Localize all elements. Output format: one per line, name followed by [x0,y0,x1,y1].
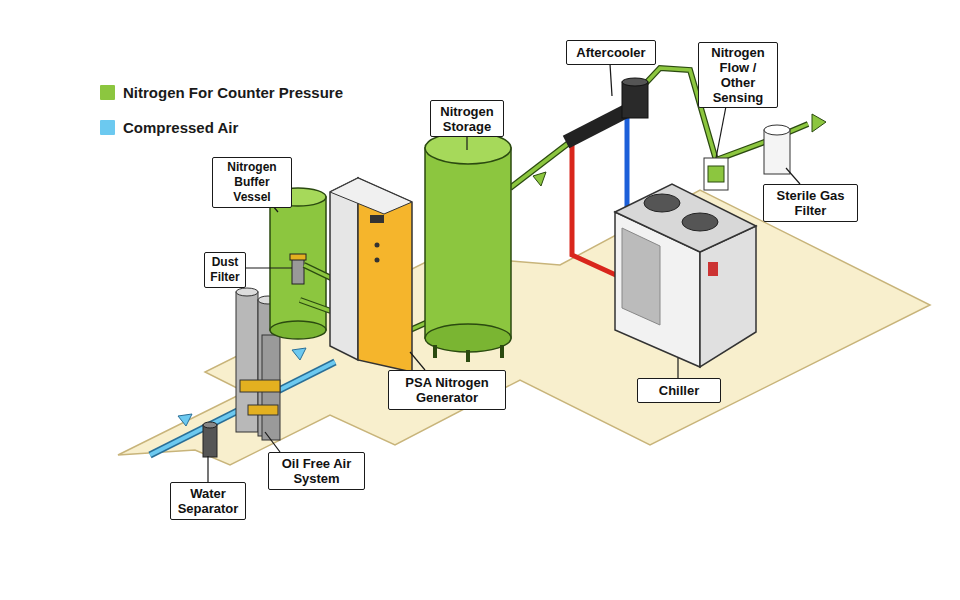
nitrogen-pipe [510,142,570,188]
callout-label: Aftercooler [576,45,645,60]
leader-lines [207,456,208,482]
chiller-symbol [682,213,718,231]
leader-lines [466,137,467,150]
leader-lines [265,432,280,452]
callout-box: Dust Filter [204,252,246,288]
callout-box: Chiller [637,378,721,403]
psa-generator-symbol [330,178,358,360]
callout-box: PSA Nitrogen Generator [388,370,506,410]
sensing-device-symbol [708,166,724,182]
callout-label: Nitrogen Storage [435,104,499,134]
buffer-vessel-symbol [270,197,326,330]
nitrogen-storage-symbol [466,350,470,362]
sensing-device-symbol [704,158,728,190]
callout-box: Nitrogen Storage [430,100,504,137]
chiller-symbol [644,194,680,212]
psa-generator-symbol [375,243,380,248]
compressed-air-pipe [292,348,306,360]
callout-label: Nitrogen Flow / Other Sensing [703,45,773,105]
leader-lines [208,64,800,482]
callout-box: Water Separator [170,482,246,520]
legend-row: Nitrogen For Counter Pressure [100,84,343,101]
leader-lines [786,168,800,184]
nitrogen-pipe [510,142,570,188]
psa-generator-symbol [330,178,412,372]
buffer-vessel-symbol [270,321,326,339]
nitrogen-pipe [533,172,546,186]
leader-lines [410,352,425,370]
callout-label: Nitrogen Buffer Vessel [217,160,287,205]
water-separator-symbol [203,425,217,457]
psa-generator-symbol [375,258,380,263]
coolant-pipes [625,112,630,212]
sterile-filter-symbol [764,125,790,174]
floor-plan [118,190,930,465]
callout-box: Nitrogen Flow / Other Sensing [698,42,778,108]
legend-label: Nitrogen For Counter Pressure [123,84,343,101]
legend-row: Compressed Air [100,119,238,136]
oil-free-air-system-symbol [236,288,258,296]
callout-label: Chiller [659,383,699,398]
legend-swatch [100,85,115,100]
nitrogen-pipe [812,114,826,132]
callout-label: Water Separator [175,486,241,516]
callout-label: Oil Free Air System [273,456,360,486]
nitrogen-storage-symbol [500,345,504,358]
leader-lines [245,267,292,268]
nitrogen-storage-symbol [425,148,511,338]
sterile-filter-symbol [764,130,790,174]
compressed-air-pipe [178,414,192,426]
chiller-symbol [622,228,660,325]
sterile-filter-symbol [764,125,790,135]
aftercooler-symbol [566,78,648,142]
callout-box: Aftercooler [566,40,656,65]
sensing-device-symbol [704,158,728,190]
psa-generator-symbol [370,215,384,223]
callout-box: Sterile Gas Filter [763,184,858,222]
legend-label: Compressed Air [123,119,238,136]
dust-filter-symbol [290,254,306,260]
dust-filter-symbol [292,258,304,284]
dust-filter-symbol [290,254,306,284]
oil-free-air-system-symbol [240,380,280,392]
chiller-symbol [708,262,718,276]
water-separator-symbol [203,422,217,457]
psa-generator-symbol [330,178,412,214]
legend-swatch [100,120,115,135]
chiller-symbol [615,184,756,367]
leader-lines [677,358,678,378]
aftercooler-symbol [622,78,648,86]
callout-box: Oil Free Air System [268,452,365,490]
oil-free-air-system-symbol [248,405,278,415]
callout-label: PSA Nitrogen Generator [393,375,501,405]
leader-lines [610,64,612,96]
water-separator-symbol [203,422,217,428]
callout-label: Dust Filter [209,255,241,285]
callout-label: Sterile Gas Filter [768,188,853,218]
callout-box: Nitrogen Buffer Vessel [212,157,292,208]
aftercooler-symbol [622,82,648,118]
nitrogen-storage-symbol [433,345,437,358]
coolant-pipes [572,142,618,276]
floor-plan [118,190,930,465]
nitrogen-storage-symbol [425,324,511,352]
nitrogen-storage-symbol [425,132,511,362]
buffer-vessel-symbol [270,188,326,339]
